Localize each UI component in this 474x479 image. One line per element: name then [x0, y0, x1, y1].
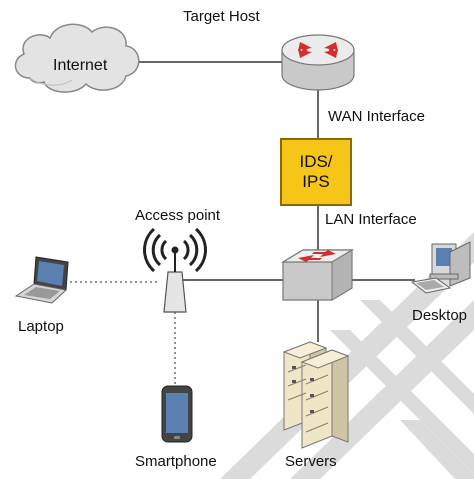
- servers-label: Servers: [285, 453, 337, 470]
- wireless-links: [70, 281, 176, 386]
- laptop-label: Laptop: [18, 318, 64, 335]
- lan-interface-label: LAN Interface: [325, 211, 417, 228]
- ids-ips-box: [280, 138, 352, 206]
- connection-lines: [130, 61, 415, 342]
- desktop-icon: [410, 241, 471, 294]
- smartphone-label: Smartphone: [135, 453, 217, 470]
- access-point-icon: [143, 227, 207, 313]
- server-rack-icon: [282, 341, 350, 449]
- wan-interface-label: WAN Interface: [328, 108, 425, 125]
- internet-label: Internet: [53, 57, 108, 74]
- ids-ips-label: IDS/ IPS: [281, 152, 351, 192]
- laptop-icon: [14, 256, 69, 304]
- ids-line1: IDS/: [299, 152, 333, 171]
- switch-icon: [280, 249, 355, 301]
- router-icon: [281, 34, 355, 91]
- desktop-label: Desktop: [412, 307, 468, 324]
- ids-line2: IPS: [302, 172, 330, 191]
- target-host-label: Target Host: [183, 8, 260, 25]
- access-point-label: Access point: [135, 207, 221, 224]
- smartphone-icon: [161, 385, 193, 443]
- cloud-icon: [14, 23, 140, 93]
